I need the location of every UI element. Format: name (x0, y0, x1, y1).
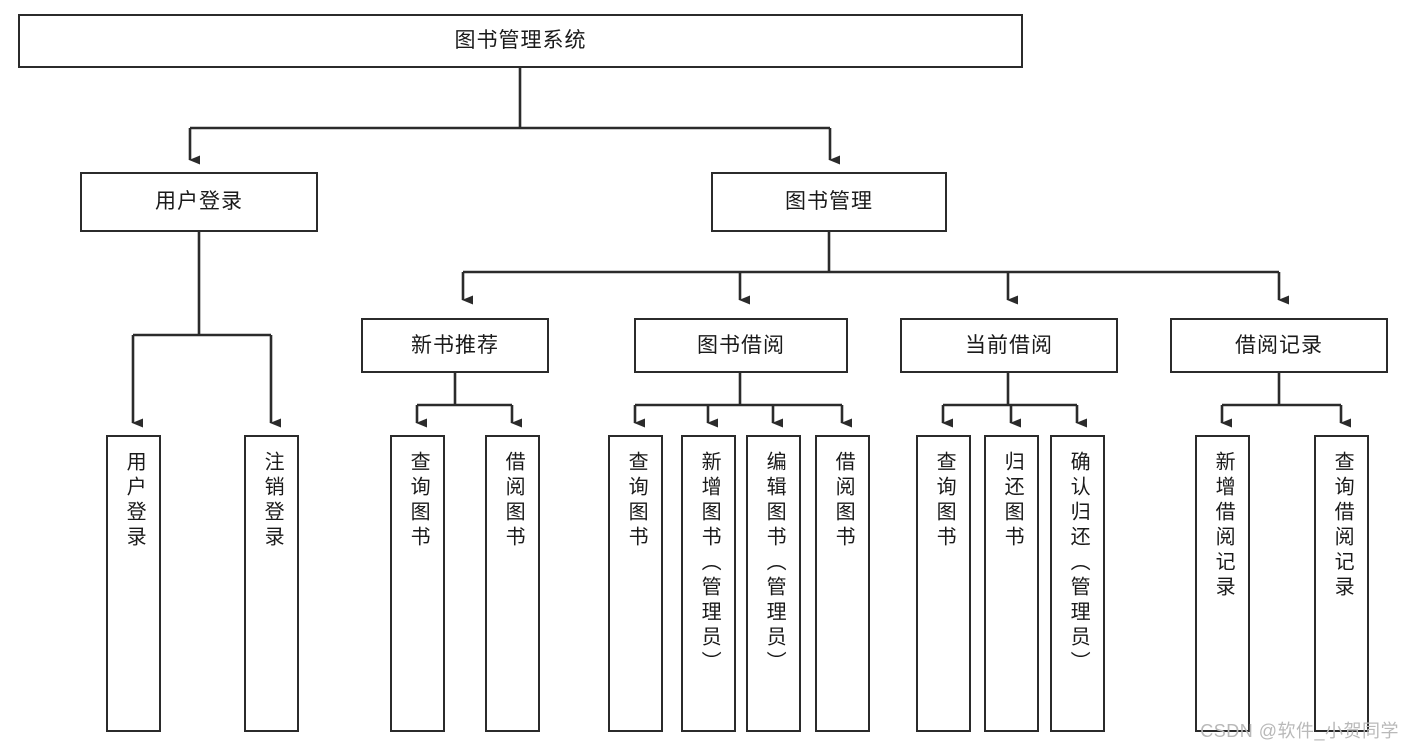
node-label: 借阅记录 (1235, 333, 1323, 357)
watermark-text: CSDN @软件_小贺同学 (1200, 721, 1399, 741)
node-label: 图书借阅 (697, 333, 785, 357)
leaf-new-book-query[interactable]: 查询图书 (390, 435, 445, 732)
node-label: 归还图书 (1001, 451, 1024, 551)
leaf-borrow-borrow-book[interactable]: 借阅图书 (815, 435, 870, 732)
node-label: 确认归还（管理员） (1067, 451, 1090, 676)
node-label: 新书推荐 (411, 333, 499, 357)
node-current-borrow[interactable]: 当前借阅 (900, 318, 1118, 373)
leaf-user-login-logout[interactable]: 注销登录 (244, 435, 299, 732)
node-book-management[interactable]: 图书管理 (711, 172, 947, 232)
leaf-current-return-book[interactable]: 归还图书 (984, 435, 1039, 732)
leaf-current-confirm-return-admin[interactable]: 确认归还（管理员） (1050, 435, 1105, 732)
leaf-user-login-login[interactable]: 用户登录 (106, 435, 161, 732)
node-label: 新增借阅记录 (1212, 451, 1235, 601)
leaf-record-add-record[interactable]: 新增借阅记录 (1195, 435, 1250, 732)
node-root-book-management-system[interactable]: 图书管理系统 (18, 14, 1023, 68)
node-label: 图书管理系统 (454, 29, 587, 53)
leaf-new-book-borrow[interactable]: 借阅图书 (485, 435, 540, 732)
node-label: 查询图书 (625, 451, 648, 551)
node-label: 编辑图书（管理员） (763, 451, 786, 676)
node-book-borrow[interactable]: 图书借阅 (634, 318, 848, 373)
node-label: 注销登录 (261, 451, 284, 551)
node-label: 查询图书 (407, 451, 430, 551)
node-borrow-record[interactable]: 借阅记录 (1170, 318, 1388, 373)
node-label: 查询图书 (933, 451, 956, 551)
leaf-borrow-query-book[interactable]: 查询图书 (608, 435, 663, 732)
node-new-book-recommend[interactable]: 新书推荐 (361, 318, 549, 373)
node-label: 查询借阅记录 (1331, 451, 1354, 601)
node-label: 图书管理 (785, 190, 873, 214)
node-label: 新增图书（管理员） (698, 451, 721, 676)
node-label: 用户登录 (155, 190, 243, 214)
leaf-borrow-edit-book-admin[interactable]: 编辑图书（管理员） (746, 435, 801, 732)
node-label: 当前借阅 (965, 333, 1053, 357)
leaf-record-query-record[interactable]: 查询借阅记录 (1314, 435, 1369, 732)
leaf-current-query-book[interactable]: 查询图书 (916, 435, 971, 732)
node-user-login[interactable]: 用户登录 (80, 172, 318, 232)
node-label: 借阅图书 (832, 451, 855, 551)
node-label: 借阅图书 (502, 451, 525, 551)
node-label: 用户登录 (123, 451, 146, 551)
leaf-borrow-add-book-admin[interactable]: 新增图书（管理员） (681, 435, 736, 732)
